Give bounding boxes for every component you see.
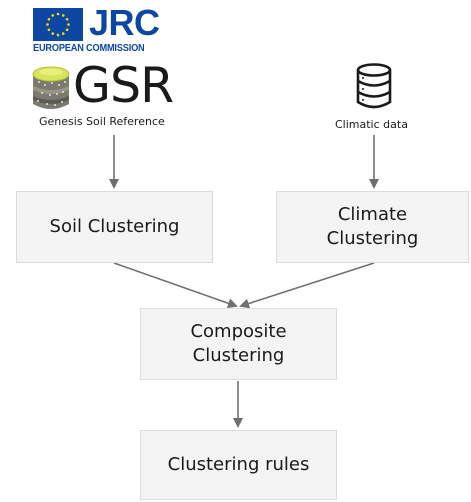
jrc-subtitle: EUROPEAN COMMISSION: [33, 43, 145, 54]
climatic-data-label: Climatic data: [335, 118, 408, 131]
composite-clustering-label: Composite Clustering: [190, 321, 287, 366]
soil-clustering-box: Soil Clustering: [16, 191, 213, 263]
eu-star-icon: [46, 23, 49, 26]
climate-clustering-box: Climate Clustering: [276, 191, 469, 263]
soil-sample-icon: [30, 60, 72, 114]
jrc-logo-text: JRC: [89, 2, 160, 43]
clustering-rules-box: Clustering rules: [140, 430, 337, 500]
eu-star-icon: [56, 33, 60, 37]
eu-star-icon: [56, 12, 60, 16]
eu-star-icon: [51, 14, 55, 17]
eu-star-icon: [47, 28, 51, 32]
database-icon: [354, 63, 394, 109]
eu-star-icon: [65, 28, 69, 32]
gsr-subtitle: Genesis Soil Reference: [39, 115, 165, 128]
eu-star-icon: [51, 32, 55, 35]
eu-star-icon: [61, 32, 65, 35]
eu-star-icon: [65, 17, 69, 21]
eu-flag-icon: [33, 8, 83, 41]
eu-star-icon: [61, 14, 65, 17]
composite-clustering-box: Composite Clustering: [140, 308, 337, 380]
gsr-logo-text: GSR: [73, 57, 174, 114]
soil-clustering-label: Soil Clustering: [49, 216, 180, 237]
clustering-rules-label: Clustering rules: [167, 454, 310, 475]
arrow-climate-to-composite: [239, 262, 375, 309]
eu-star-icon: [47, 17, 51, 21]
climate-clustering-label: Climate Clustering: [326, 204, 419, 249]
eu-star-icon: [67, 23, 70, 26]
arrow-soil-to-composite: [113, 262, 238, 309]
